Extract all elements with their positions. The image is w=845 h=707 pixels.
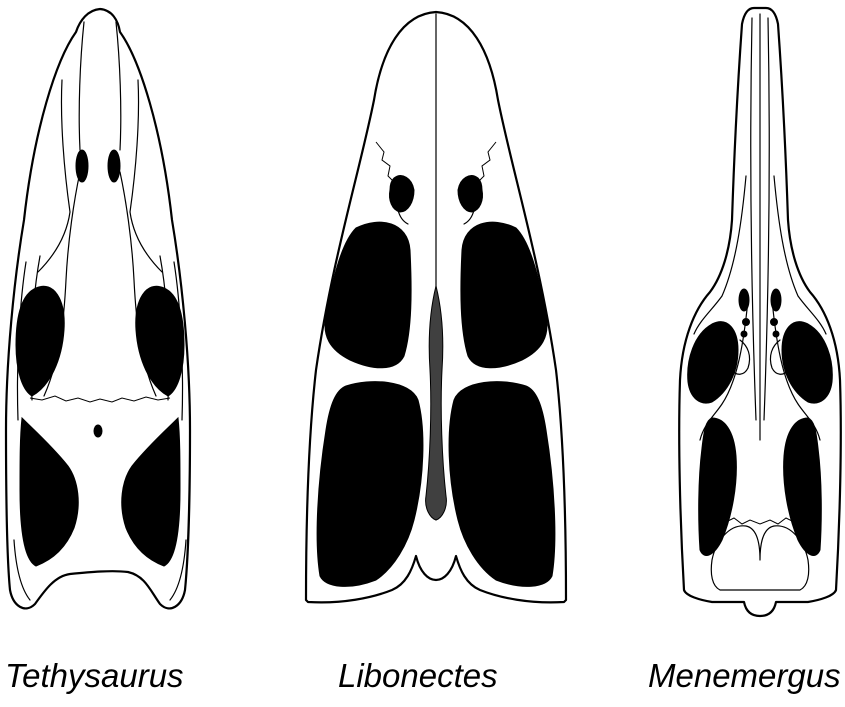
- tethysaurus-naris-right: [108, 150, 120, 182]
- menemergus-naris-left: [739, 289, 749, 311]
- taxon-label-menemergus: Menemergus: [648, 659, 841, 692]
- libonectes-orbit-right: [461, 222, 547, 368]
- menemergus-foramen-right-b: [773, 331, 779, 337]
- libonectes-orbit-left: [325, 222, 411, 368]
- tethysaurus-pineal-foramen: [94, 425, 102, 437]
- taxon-label-tethysaurus: Tethysaurus: [5, 659, 184, 692]
- tethysaurus-skull: [6, 9, 190, 608]
- libonectes-skull: [306, 12, 566, 602]
- menemergus-foramen-right-a: [771, 319, 778, 326]
- menemergus-foramen-left-b: [741, 331, 747, 337]
- taxon-label-libonectes: Libonectes: [338, 659, 498, 692]
- menemergus-foramen-left-a: [743, 319, 750, 326]
- menemergus-skull: [679, 8, 841, 616]
- menemergus-naris-right: [771, 289, 781, 311]
- tethysaurus-naris-left: [76, 150, 88, 182]
